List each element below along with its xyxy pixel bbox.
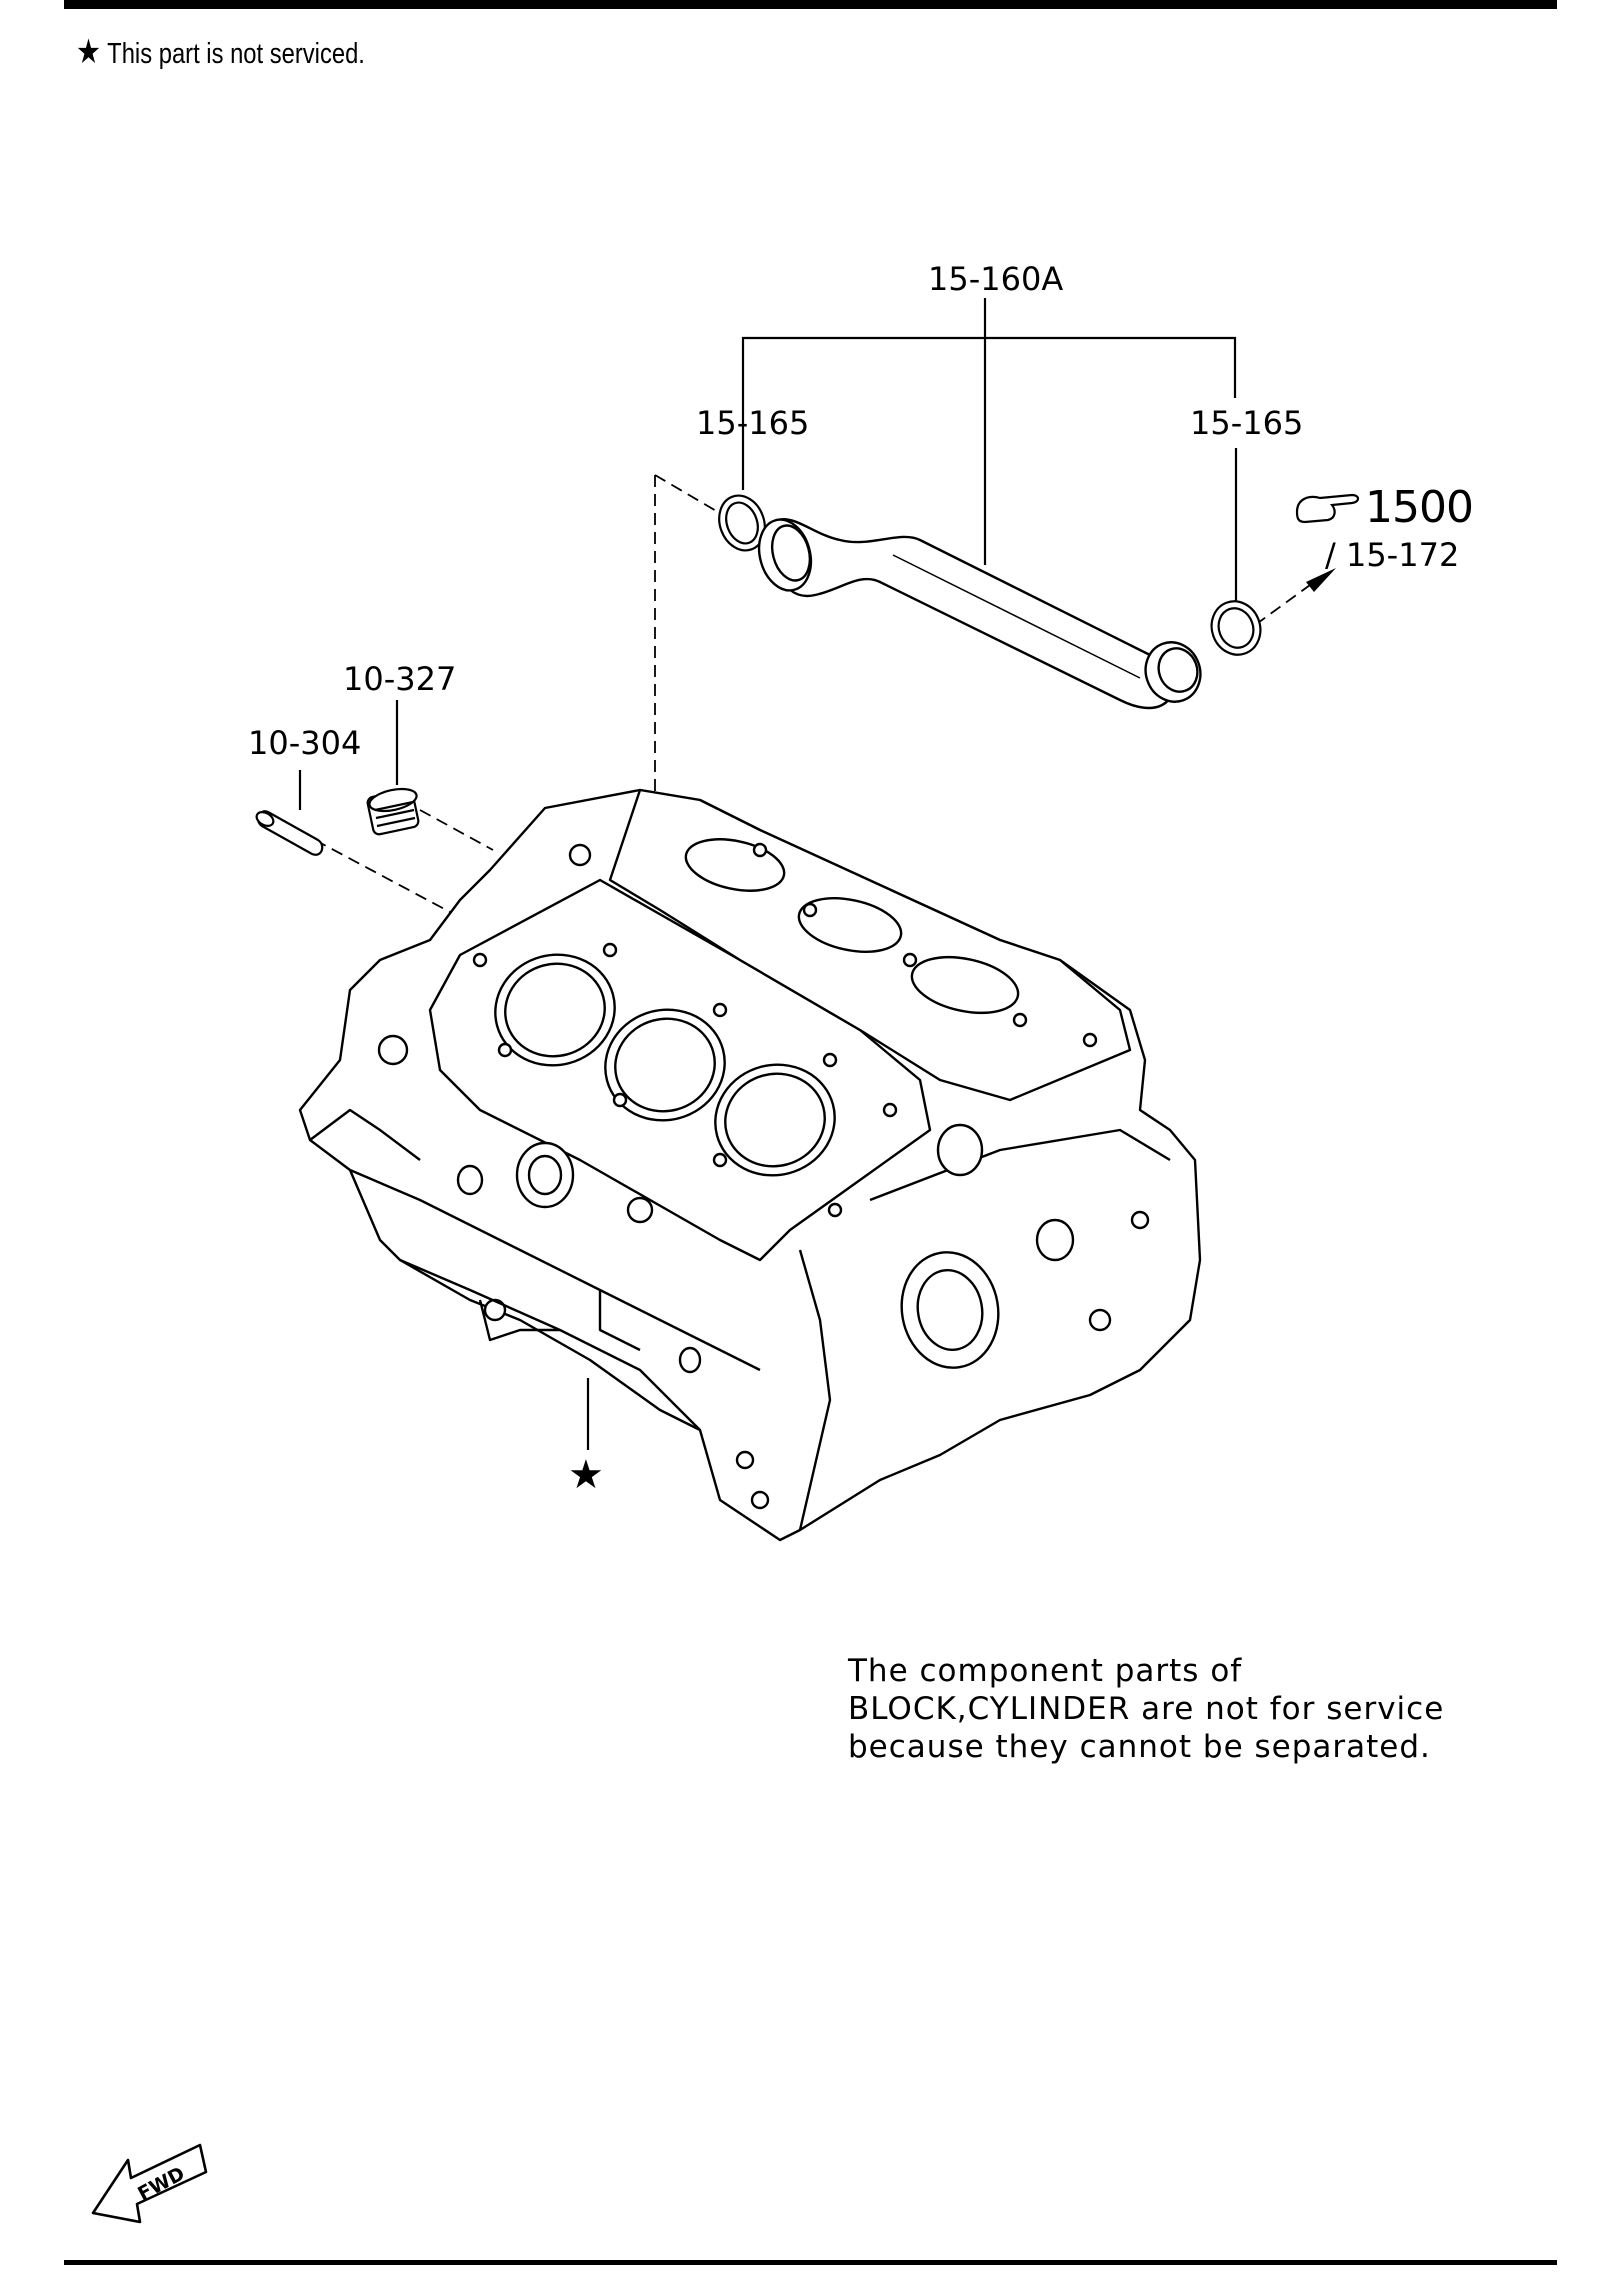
bottom-border-bar [64,2260,1557,2265]
direction-arrow-head [1306,568,1336,592]
callout-15-165-right: 15-165 [1190,404,1304,442]
not-serviced-star-icon: ★ [76,33,101,71]
callout-15-160A: 15-160A [928,260,1064,298]
not-serviced-text: This part is not serviced. [107,38,365,70]
water-pipe [757,518,1202,710]
pipe-leader-lines [741,298,1238,610]
not-serviced-note: ★ This part is not serviced. [76,32,365,72]
pin-10-304 [255,810,324,856]
component-note-line-3: because they cannot be separated. [848,1729,1431,1765]
fwd-arrow [91,2143,208,2224]
component-note-line-1: The component parts of [848,1653,1243,1689]
block-not-serviced-star-icon: ★ [568,1453,604,1497]
callout-10-327: 10-327 [343,660,457,698]
oring-right [1210,600,1262,656]
cylinder-block [298,788,1202,1542]
reference-part-15-172: / 15-172 [1325,536,1460,574]
plug-pin-leaders [298,700,590,1450]
oring-left [718,494,766,552]
pointing-hand-icon [1295,493,1360,524]
dashed-guides [314,474,1311,950]
callout-15-165-left: 15-165 [696,404,810,442]
component-note-line-2: BLOCK,CYLINDER are not for service [848,1691,1445,1727]
reference-group-1500: 1500 [1365,482,1474,533]
top-border-bar [64,0,1557,9]
plug-10-327 [366,787,420,836]
component-parts-note: The component parts of BLOCK,CYLINDER ar… [848,1652,1444,1766]
callout-10-304: 10-304 [248,724,362,762]
